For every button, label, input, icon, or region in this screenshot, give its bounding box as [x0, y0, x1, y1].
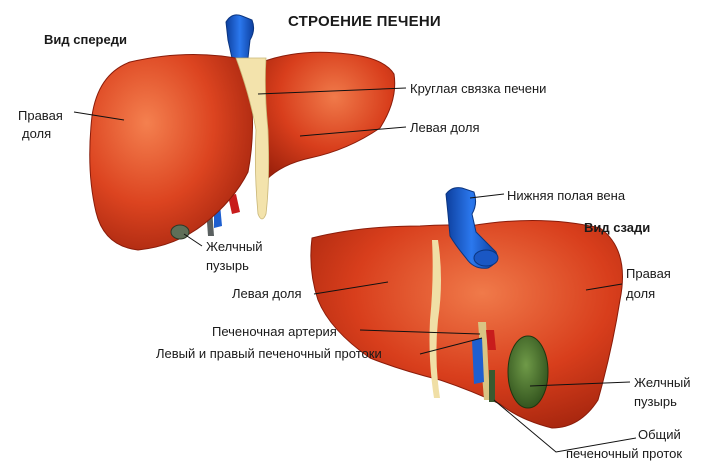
leader-front-gallbladder: [183, 233, 203, 247]
round-ligament-label: Круглая связка печени: [410, 81, 547, 96]
back-vena-cava-opening: [473, 249, 499, 267]
front-right-lobe-label-line1: Правая: [18, 108, 63, 123]
front-gallbladder-label-line2: пузырь: [206, 258, 249, 273]
leader-back-left-lobe: [313, 281, 389, 295]
leader-front-right-lobe: [73, 111, 125, 121]
back-view-heading: Вид сзади: [584, 220, 651, 235]
hepatic-artery-label: Печеночная артерия: [212, 324, 337, 339]
front-view-heading: Вид спереди: [44, 32, 127, 47]
common-duct-label-line1: Общий: [638, 427, 681, 442]
back-gallbladder-label-line1: Желчный: [634, 375, 691, 390]
back-right-lobe-label-line1: Правая: [626, 266, 671, 281]
front-gallbladder-label-line1: Желчный: [206, 239, 263, 254]
leader-back-gallbladder: [529, 381, 631, 387]
common-duct-label-line2: печеночный проток: [566, 446, 683, 461]
hepatic-ducts-label: Левый и правый печеночный протоки: [156, 346, 382, 361]
back-vena-cava: [445, 187, 498, 269]
front-right-lobe-label-line2: доля: [22, 126, 52, 141]
front-left-lobe-label: Левая доля: [410, 120, 480, 135]
leader-round-ligament: [257, 87, 407, 95]
back-left-lobe-label: Левая доля: [232, 286, 302, 301]
back-common-duct: [489, 370, 495, 402]
front-gallbladder: [170, 224, 190, 240]
leader-hepatic-artery: [359, 329, 481, 335]
leader-hepatic-ducts: [419, 337, 483, 355]
front-vessel-red: [228, 194, 240, 214]
back-artery: [486, 330, 496, 350]
back-liver: [310, 187, 623, 429]
back-ligament: [429, 240, 441, 398]
leader-front-left-lobe: [299, 126, 407, 137]
front-left-lobe: [260, 51, 396, 182]
leader-ivc: [469, 193, 505, 199]
front-liver: [89, 14, 396, 251]
diagram-title: СТРОЕНИЕ ПЕЧЕНИ: [288, 13, 441, 30]
back-gallbladder-label-line2: пузырь: [634, 394, 677, 409]
leader-back-right-lobe: [585, 283, 623, 291]
leader-common-duct: [493, 399, 637, 453]
ivc-label: Нижняя полая вена: [507, 188, 626, 203]
back-gallbladder: [507, 335, 549, 409]
front-vena-cava: [225, 14, 255, 59]
front-round-ligament: [235, 57, 270, 220]
front-right-lobe: [89, 53, 254, 251]
back-portal-vein: [472, 338, 484, 384]
leader-lines: [73, 87, 637, 453]
back-right-lobe-label-line2: доля: [626, 286, 656, 301]
